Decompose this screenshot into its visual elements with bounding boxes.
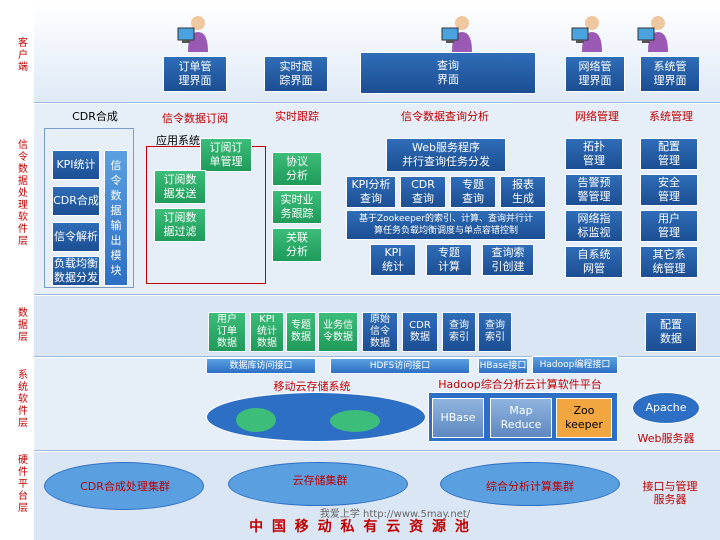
signal-parse-box: 信令解析 (52, 222, 100, 252)
hbase-interface: HBase接口 (478, 358, 528, 374)
hbase-box: HBase (432, 398, 484, 438)
net-metric-box: 网络指 标监视 (565, 210, 623, 242)
storage-ellipse-inner (236, 408, 276, 432)
cloud-storage-label: 云存储集群 (292, 474, 348, 487)
hadoop-program-interface: Hadoop编程接口 (532, 356, 618, 374)
section-title-sysmgmt: 系统管理 (649, 110, 693, 123)
subscribe-send-box: 订阅数 据发送 (154, 170, 206, 204)
query-ui-box: 查询 界面 (360, 52, 536, 94)
watermark-text: 我爱上学 http://www.5may.net/ (319, 509, 471, 520)
hadoop-platform-title: Hadoop综合分析云计算软件平台 (438, 378, 602, 391)
kpi-calc-box: KPI 统计 (370, 244, 416, 276)
topic-data-box: 专题 数据 (286, 312, 316, 352)
query-index-box-2: 查询 索引 (478, 312, 512, 352)
topic-calc-box: 专题 计算 (426, 244, 472, 276)
tracking-ui-box: 实时跟 踪界面 (264, 56, 328, 92)
layer-label-data: 数据层 (18, 308, 28, 343)
apache-box: Apache (632, 392, 700, 424)
alarm-mgmt-box: 告警预 警管理 (565, 174, 623, 206)
cdr-cluster-label: CDR合成处理集群 (80, 480, 170, 493)
user-person-icon (176, 14, 210, 52)
index-create-box: 查询索 引创建 (482, 244, 534, 276)
storage-ellipse-inner (330, 410, 380, 432)
analysis-cluster-label: 综合分析计算集群 (486, 480, 574, 493)
section-title-query: 信令数据查询分析 (401, 110, 489, 123)
cdr-cluster-cloud (44, 462, 204, 510)
kpi-query-box: KPI分析 查询 (346, 176, 396, 208)
db-access-interface: 数据库访问接口 (206, 358, 316, 374)
subscribe-order-box: 订阅订 单管理 (200, 138, 252, 172)
net-mgmt-ui-box: 网络管 理界面 (565, 56, 625, 92)
analysis-cluster-cloud (440, 462, 620, 506)
zookeeper-box: Zoo keeper (556, 398, 612, 438)
layer-label-processing: 信令数据处理软件层 (18, 140, 28, 247)
cdr-query-box: CDR 查询 (400, 176, 446, 208)
user-person-icon (570, 14, 604, 52)
topology-mgmt-box: 拓扑 管理 (565, 138, 623, 170)
realtime-track-box: 实时业 务跟踪 (272, 190, 322, 224)
web-server-label: Web服务器 (637, 432, 695, 445)
subscribe-filter-box: 订阅数 据过滤 (154, 208, 206, 242)
cdr-panel (44, 128, 134, 288)
config-data-box: 配置 数据 (645, 312, 697, 352)
other-mgmt-box: 其它系 统管理 (640, 246, 698, 278)
layer-label-client: 客户端 (18, 38, 28, 73)
app-system-label: 应用系统 (156, 134, 200, 147)
mapreduce-box: Map Reduce (490, 398, 552, 438)
zookeeper-sched-box: 基于Zookeeper的索引、计算、查询并行计 算任务负载均衡调度与单点容错控制 (346, 210, 546, 240)
resource-pool-title: 中 国 移 动 私 有 云 资 源 池 (249, 519, 471, 535)
section-title-subscribe: 信令数据订阅 (162, 112, 228, 125)
output-module-box: 信 令 数 据 输 出 模 块 (104, 150, 128, 286)
section-title-track: 实时跟踪 (275, 110, 319, 123)
assoc-analysis-box: 关联 分析 (272, 228, 322, 262)
order-mgmt-ui-box: 订单管 理界面 (163, 56, 227, 92)
hdfs-access-interface: HDFS访问接口 (330, 358, 470, 374)
sys-mgmt-ui-box: 系统管 理界面 (640, 56, 700, 92)
biz-signal-data-box: 业务信 令数据 (318, 312, 358, 352)
interface-server-label: 接口与管理 服务器 (642, 480, 698, 506)
mobile-cloud-title: 移动云存储系统 (273, 380, 351, 393)
cloud-storage-cloud (228, 462, 408, 506)
section-title-cdr: CDR合成 (72, 110, 118, 123)
web-service-box: Web服务程序 并行查询任务分发 (386, 138, 506, 172)
config-mgmt-box: 配置 管理 (640, 138, 698, 170)
query-index-box-1: 查询 索引 (442, 312, 476, 352)
load-balance-box: 负载均衡 数据分发 (52, 256, 100, 286)
user-order-data-box: 用户 订单 数据 (208, 312, 246, 352)
topic-query-box: 专题 查询 (450, 176, 496, 208)
user-person-icon (440, 14, 474, 52)
security-mgmt-box: 安全 管理 (640, 174, 698, 206)
section-title-netmgmt: 网络管理 (575, 110, 619, 123)
sub-system-nm-box: 自系统 网管 (565, 246, 623, 278)
layer-label-system: 系统软件层 (18, 370, 28, 429)
raw-signal-data-box: 原始 信令 数据 (362, 312, 398, 352)
report-box: 报表 生成 (500, 176, 546, 208)
kpi-data-box: KPI 统计 数据 (250, 312, 284, 352)
cdr-compose-box: CDR合成 (52, 186, 100, 216)
user-mgmt-box: 用户 管理 (640, 210, 698, 242)
protocol-analysis-box: 协议 分析 (272, 152, 322, 186)
user-person-icon (636, 14, 670, 52)
layer-label-hardware: 硬件平台层 (18, 455, 28, 514)
cdr-data-box: CDR 数据 (402, 312, 438, 352)
kpi-stat-box: KPI统计 (52, 150, 100, 180)
